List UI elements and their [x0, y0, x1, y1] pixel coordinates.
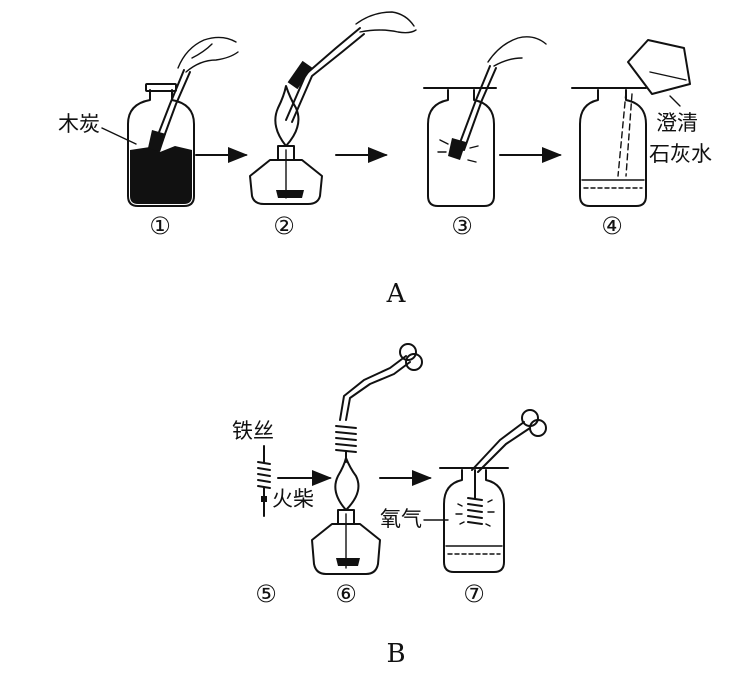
- step-number-5: ⑤: [255, 580, 277, 608]
- label-charcoal: 木炭: [58, 112, 100, 136]
- section-label-b: B: [386, 639, 405, 669]
- label-oxygen: 氧气: [380, 507, 422, 531]
- step6-burner-heating-wire: [311, 343, 423, 575]
- step-number-1: ①: [149, 212, 171, 240]
- step2-burner-heating-charcoal: [249, 11, 417, 205]
- label-match: 火柴: [272, 487, 314, 511]
- label-limewater-1: 澄清: [656, 111, 698, 135]
- step3-charcoal-burning-in-jar: [423, 36, 547, 207]
- step-number-2: ②: [273, 212, 295, 240]
- step-number-7: ⑦: [463, 580, 485, 608]
- label-iron-wire: 铁丝: [232, 419, 274, 443]
- label-limewater-2: 石灰水: [649, 142, 712, 166]
- step-number-6: ⑥: [335, 580, 357, 608]
- step4-pour-limewater: [571, 39, 691, 207]
- section-label-a: A: [386, 279, 407, 309]
- step-number-3: ③: [451, 212, 473, 240]
- step-number-4: ④: [601, 212, 623, 240]
- step1-jar-with-charcoal: [127, 36, 239, 207]
- step5-iron-wire-with-match: [257, 445, 271, 517]
- step7-wire-burning-in-oxygen: [439, 409, 547, 573]
